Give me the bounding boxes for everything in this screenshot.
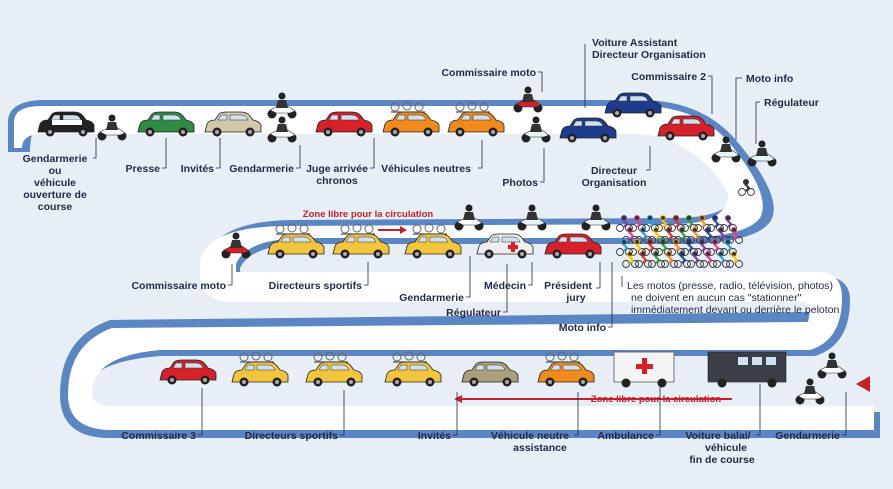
label-vehicule-fin: véhicule <box>705 442 747 454</box>
label-moto-info-top: Moto info <box>746 73 793 85</box>
svg-text:ou: ou <box>49 165 62 177</box>
car-invites-bot <box>461 361 519 387</box>
direction-arrow <box>856 376 870 392</box>
label-zone-libre-bot: Zone libre pour la circulation <box>591 394 722 405</box>
label-photos: Photos <box>502 177 538 189</box>
label-chronos: chronos <box>316 175 358 187</box>
label-organisation: Organisation <box>582 177 647 189</box>
label-gendarmerie-top2: Gendarmerie <box>229 163 294 175</box>
moto-regulateur-top <box>747 140 777 167</box>
label-commissaire-moto-top: Commissaire moto <box>441 67 536 79</box>
zone-libre-arrow-mid <box>378 226 407 234</box>
svg-text:véhicule: véhicule <box>34 177 76 189</box>
label-medecin: Médecin <box>484 280 526 292</box>
label-invites-bot: Invités <box>418 430 451 442</box>
label-directeur-organisation-top: Directeur Organisation <box>592 49 706 61</box>
label-president: Président <box>544 280 592 292</box>
label-jury: jury <box>565 292 585 304</box>
car-medecin <box>476 233 534 259</box>
svg-text:course: course <box>38 201 73 213</box>
moto-gendarmerie-bot2 <box>795 378 825 405</box>
ambulance <box>613 351 675 388</box>
label-commissaire-2: Commissaire 2 <box>631 71 706 83</box>
label-commissaire-moto-mid: Commissaire moto <box>131 280 226 292</box>
car-directeur-sportif-b2 <box>305 351 363 387</box>
svg-text:ne doivent en aucun cas "stati: ne doivent en aucun cas "stationner" <box>631 292 802 304</box>
svg-text:Les motos (presse, radio, télé: Les motos (presse, radio, télévision, ph… <box>627 280 833 292</box>
leader-lines <box>93 44 847 436</box>
svg-text:ouverture de: ouverture de <box>23 189 87 201</box>
label-fin-de-course: fin de course <box>689 454 755 466</box>
label-directeurs-sportifs-mid: Directeurs sportifs <box>269 280 363 292</box>
label-directeurs-sportifs-bot: Directeurs sportifs <box>245 430 339 442</box>
label-voiture-balai: Voiture balai/ <box>685 430 750 442</box>
label-juge-arrivee: Juge arrivée <box>306 163 368 175</box>
label-gendarmerie-mid: Gendarmerie <box>399 292 464 304</box>
label-zone-libre-mid: Zone libre pour la circulation <box>303 209 434 220</box>
label-regulateur-top: Régulateur <box>764 97 819 109</box>
label-ambulance: Ambulance <box>597 430 654 442</box>
label-voiture-assistant: Voiture Assistant <box>592 37 678 49</box>
police-car-opening <box>37 111 95 137</box>
label-gendarmerie-top: Gendarmerie ou véhicule ouverture de cou… <box>23 153 88 213</box>
label-commissaire-3: Commissaire 3 <box>121 430 196 442</box>
svg-text:immédiatement devant ou derriè: immédiatement devant ou derrière le pelo… <box>631 304 840 316</box>
label-invites-top: Invités <box>181 163 214 175</box>
car-directeur-sportif-b1 <box>231 351 289 387</box>
label-directeur: Directeur <box>591 165 637 177</box>
car-directeur-sportif-b3 <box>384 351 442 387</box>
note-motos: Les motos (presse, radio, télévision, ph… <box>627 280 840 316</box>
label-vehicules-neutres: Véhicules neutres <box>381 163 471 175</box>
car-neutre-assistance <box>537 351 595 387</box>
svg-text:Gendarmerie: Gendarmerie <box>23 153 88 165</box>
voiture-balai <box>707 351 787 388</box>
label-moto-info-mid: Moto info <box>559 322 606 334</box>
label-assistance: assistance <box>513 442 567 454</box>
label-vehicule-neutre: Véhicule neutre <box>491 430 569 442</box>
label-regulateur-mid: Régulateur <box>446 307 501 319</box>
car-commissaire-3 <box>159 359 217 385</box>
moto-gendarmerie-bot1 <box>817 352 847 379</box>
label-presse: Presse <box>126 163 161 175</box>
label-gendarmerie-bot: Gendarmerie <box>775 430 840 442</box>
zone-libre-arrow-bot <box>454 395 732 403</box>
road <box>8 100 880 438</box>
